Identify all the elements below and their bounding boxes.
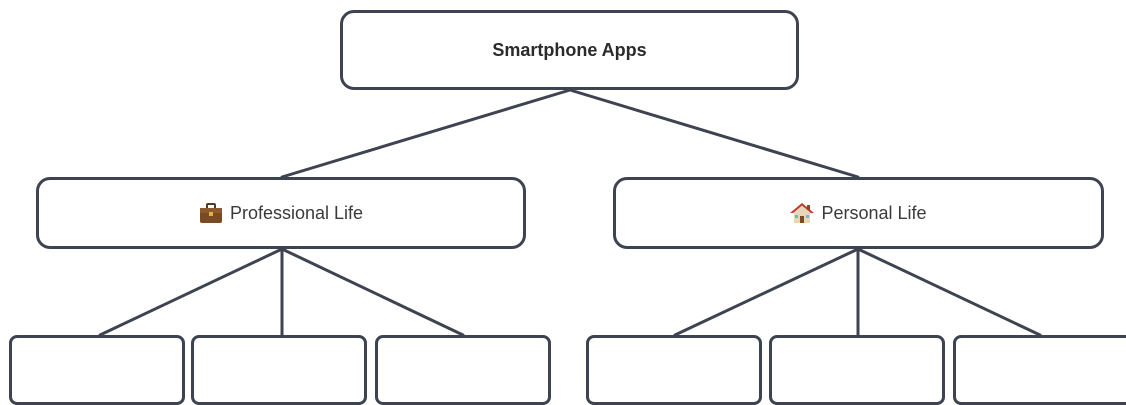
personal-leaf-node-3[interactable] — [953, 335, 1126, 405]
personal-leaf-node-1[interactable] — [586, 335, 762, 405]
professional-life-label: Professional Life — [229, 202, 364, 223]
personal-life-node[interactable]: Personal Life — [613, 177, 1104, 249]
connector-personal-to-leaf-6 — [856, 247, 1042, 337]
root-node[interactable]: Smartphone Apps — [340, 10, 799, 90]
professional-life-node[interactable]: Professional Life — [36, 177, 526, 249]
root-node-label: Smartphone Apps — [492, 39, 647, 60]
professional-leaf-node-1[interactable] — [9, 335, 185, 405]
connector-lines — [98, 88, 1042, 337]
connector-personal-to-leaf-4 — [673, 247, 860, 337]
connector-root-to-professional — [280, 88, 572, 179]
professional-leaf-node-3[interactable] — [375, 335, 551, 405]
professional-leaf-node-2[interactable] — [191, 335, 367, 405]
connector-root-to-personal — [568, 88, 860, 179]
personal-life-label: Personal Life — [821, 202, 927, 223]
personal-leaf-node-2[interactable] — [769, 335, 945, 405]
house-icon — [790, 202, 815, 224]
connector-professional-to-leaf-3 — [280, 247, 465, 337]
briefcase-icon — [199, 202, 223, 224]
connector-professional-to-leaf-1 — [98, 247, 284, 337]
